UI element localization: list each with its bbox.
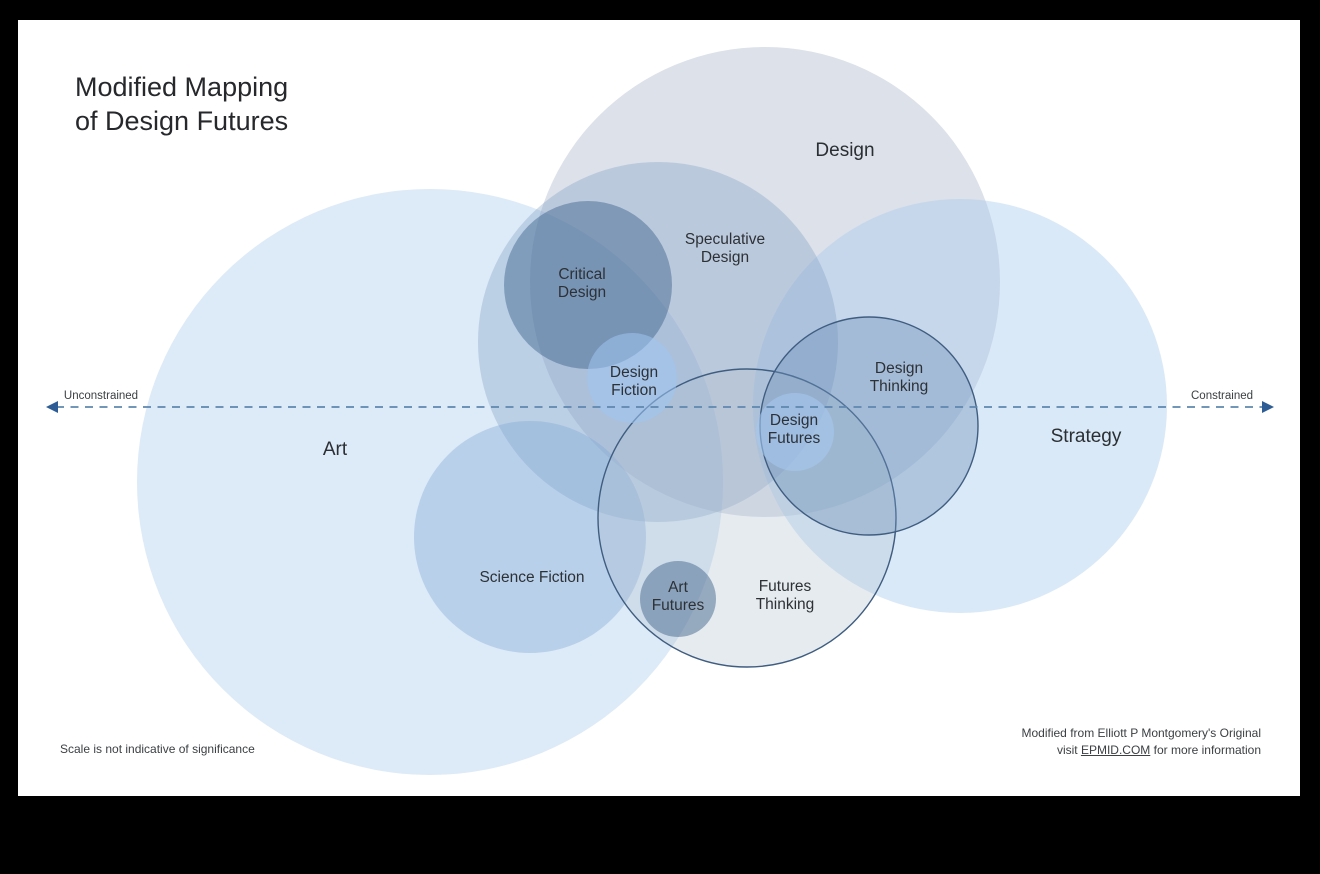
strategy-label: Strategy [1050, 426, 1122, 448]
design-futures-circle [756, 393, 834, 471]
design-label: Design [815, 140, 875, 162]
left-arrowhead-icon [46, 401, 58, 413]
futures-thinking-label: Futures Thinking [755, 578, 815, 613]
attribution-line2: visit EPMID.COM for more information [1022, 742, 1261, 759]
page-title: Modified Mapping of Design Futures [75, 72, 289, 137]
scale-disclaimer: Scale is not indicative of significance [60, 742, 255, 756]
art-label: Art [322, 439, 348, 461]
art-circle [137, 189, 723, 775]
design-futures-label: Design Futures [767, 412, 821, 447]
attribution-line2-prefix: visit [1056, 743, 1081, 757]
epmid-link[interactable]: EPMID.COM [1080, 743, 1151, 757]
design-thinking-label: Design Thinking [869, 360, 929, 395]
diagram-canvas: Modified Mapping of Design Futures Art D… [18, 20, 1300, 796]
science-fiction-circle [414, 421, 646, 653]
speculative-design-label: Speculative Design [684, 231, 766, 266]
critical-design-circle [504, 201, 672, 369]
axis-label-constrained: Constrained [1190, 389, 1254, 402]
strategy-circle [753, 199, 1167, 613]
axis-label-unconstrained: Unconstrained [63, 389, 139, 402]
design-fiction-label: Design Fiction [609, 364, 659, 399]
science-fiction-label: Science Fiction [479, 569, 585, 587]
design-fiction-circle [587, 333, 677, 423]
venn-diagram [46, 47, 1274, 775]
art-futures-label: Art Futures [651, 579, 705, 614]
attribution-note: Modified from Elliott P Montgomery's Ori… [1022, 725, 1262, 759]
art-futures-circle [640, 561, 716, 637]
critical-design-label: Critical Design [557, 266, 607, 301]
attribution-line2-suffix: for more information [1150, 743, 1261, 757]
right-arrowhead-icon [1262, 401, 1274, 413]
attribution-line1: Modified from Elliott P Montgomery's Ori… [1021, 726, 1262, 740]
